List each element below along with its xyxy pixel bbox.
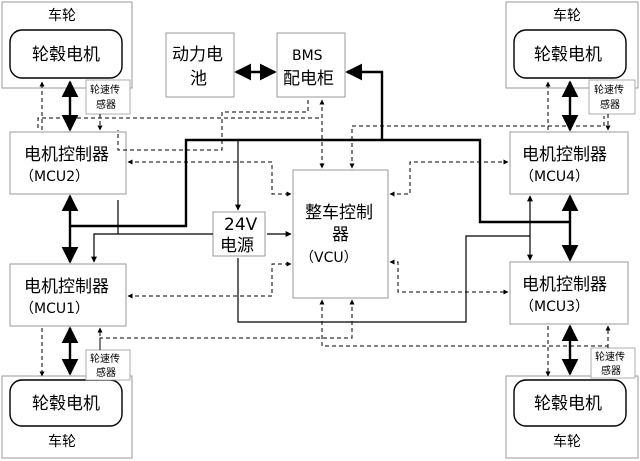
vcu-label-line3: （VCU）: [300, 250, 358, 266]
vcu: 整车控制 器 （VCU）: [292, 169, 389, 299]
mcu3-label-line2: （MCU3）: [520, 299, 589, 315]
wheel-bottom-right: 轮毂电机 车轮 轮速传 感器: [505, 347, 639, 459]
power-24v-line2: 电源: [220, 236, 254, 256]
connections: [37, 63, 611, 377]
mcu1-label-line1: 电机控制器: [24, 277, 109, 297]
hub-motor-label: 轮毂电机: [32, 45, 100, 65]
vcu-label-line2: 器: [332, 225, 349, 245]
bms-cabinet: BMS 配电柜: [276, 32, 346, 98]
hub-motor-label: 轮毂电机: [534, 394, 602, 414]
mcu4-label-line1: 电机控制器: [522, 145, 607, 165]
wheel-speed-sensor-line2: 感器: [600, 98, 620, 111]
wheel-label: 车轮: [553, 433, 581, 450]
24v-mcu1-feed: [91, 233, 213, 263]
hub-motor-label: 轮毂电机: [32, 394, 100, 414]
vcu-bottom-left-sensor-signal: [99, 299, 355, 348]
vcu-label-line1: 整车控制: [305, 203, 373, 223]
wheel-speed-sensor-line1: 轮速传: [595, 350, 625, 363]
bms-left-power-bus: [70, 63, 384, 228]
mcu1-vcu-signal: [127, 261, 292, 299]
mcu4: 电机控制器 （MCU4）: [509, 131, 629, 195]
power-24v-line1: 24V: [224, 215, 258, 235]
mcu3: 电机控制器 （MCU3）: [509, 261, 629, 325]
wheel-label: 车轮: [48, 7, 76, 24]
wheel-label: 车轮: [48, 433, 76, 450]
vcu-bottom-right-sensor-signal: [319, 299, 608, 347]
wheel-bottom-left: 轮毂电机 车轮 轮速传 感器: [1, 349, 133, 459]
bms-left-signal: [37, 100, 323, 128]
wheel-speed-sensor-line1: 轮速传: [90, 83, 120, 96]
mcu2-label-line2: （MCU2）: [20, 169, 89, 185]
power-battery: 动力电 池: [165, 32, 235, 98]
24v-right-feed: [237, 235, 530, 323]
wheel-speed-sensor-line2: 感器: [96, 366, 116, 379]
mcu4-vcu-signal: [389, 159, 509, 197]
mcu2: 电机控制器 （MCU2）: [9, 131, 127, 195]
bms-label-line2: 配电柜: [283, 69, 334, 89]
battery-label-line1: 动力电: [172, 45, 223, 65]
wheel-speed-sensor-line2: 感器: [601, 364, 621, 377]
mcu2-label-line1: 电机控制器: [24, 145, 109, 165]
battery-label-line2: 池: [190, 69, 207, 89]
vcu-top-right-sensor-signal: [349, 116, 605, 169]
wheel-label: 车轮: [553, 7, 581, 24]
mcu1: 电机控制器 （MCU1）: [9, 263, 127, 327]
wheel-top-left: 车轮 轮毂电机 轮速传 感器: [1, 1, 133, 115]
hub-motor-label: 轮毂电机: [534, 45, 602, 65]
mcu1-label-line2: （MCU1）: [20, 301, 89, 317]
mcu3-label-line1: 电机控制器: [522, 275, 607, 295]
mcu3-vcu-signal: [389, 259, 509, 295]
wheel-top-right: 车轮 轮毂电机 轮速传 感器: [505, 1, 639, 115]
bms-label-line1: BMS: [292, 48, 323, 64]
mcu4-label-line2: （MCU4）: [520, 169, 589, 185]
wheel-speed-sensor-line1: 轮速传: [90, 352, 120, 365]
mcu2-vcu-signal: [127, 159, 292, 197]
wheel-speed-sensor-line1: 轮速传: [594, 83, 624, 96]
bms-top-left-sensor-signal: [117, 100, 309, 151]
power-24v: 24V 电源: [212, 211, 266, 257]
wheel-speed-sensor-line2: 感器: [96, 98, 116, 111]
